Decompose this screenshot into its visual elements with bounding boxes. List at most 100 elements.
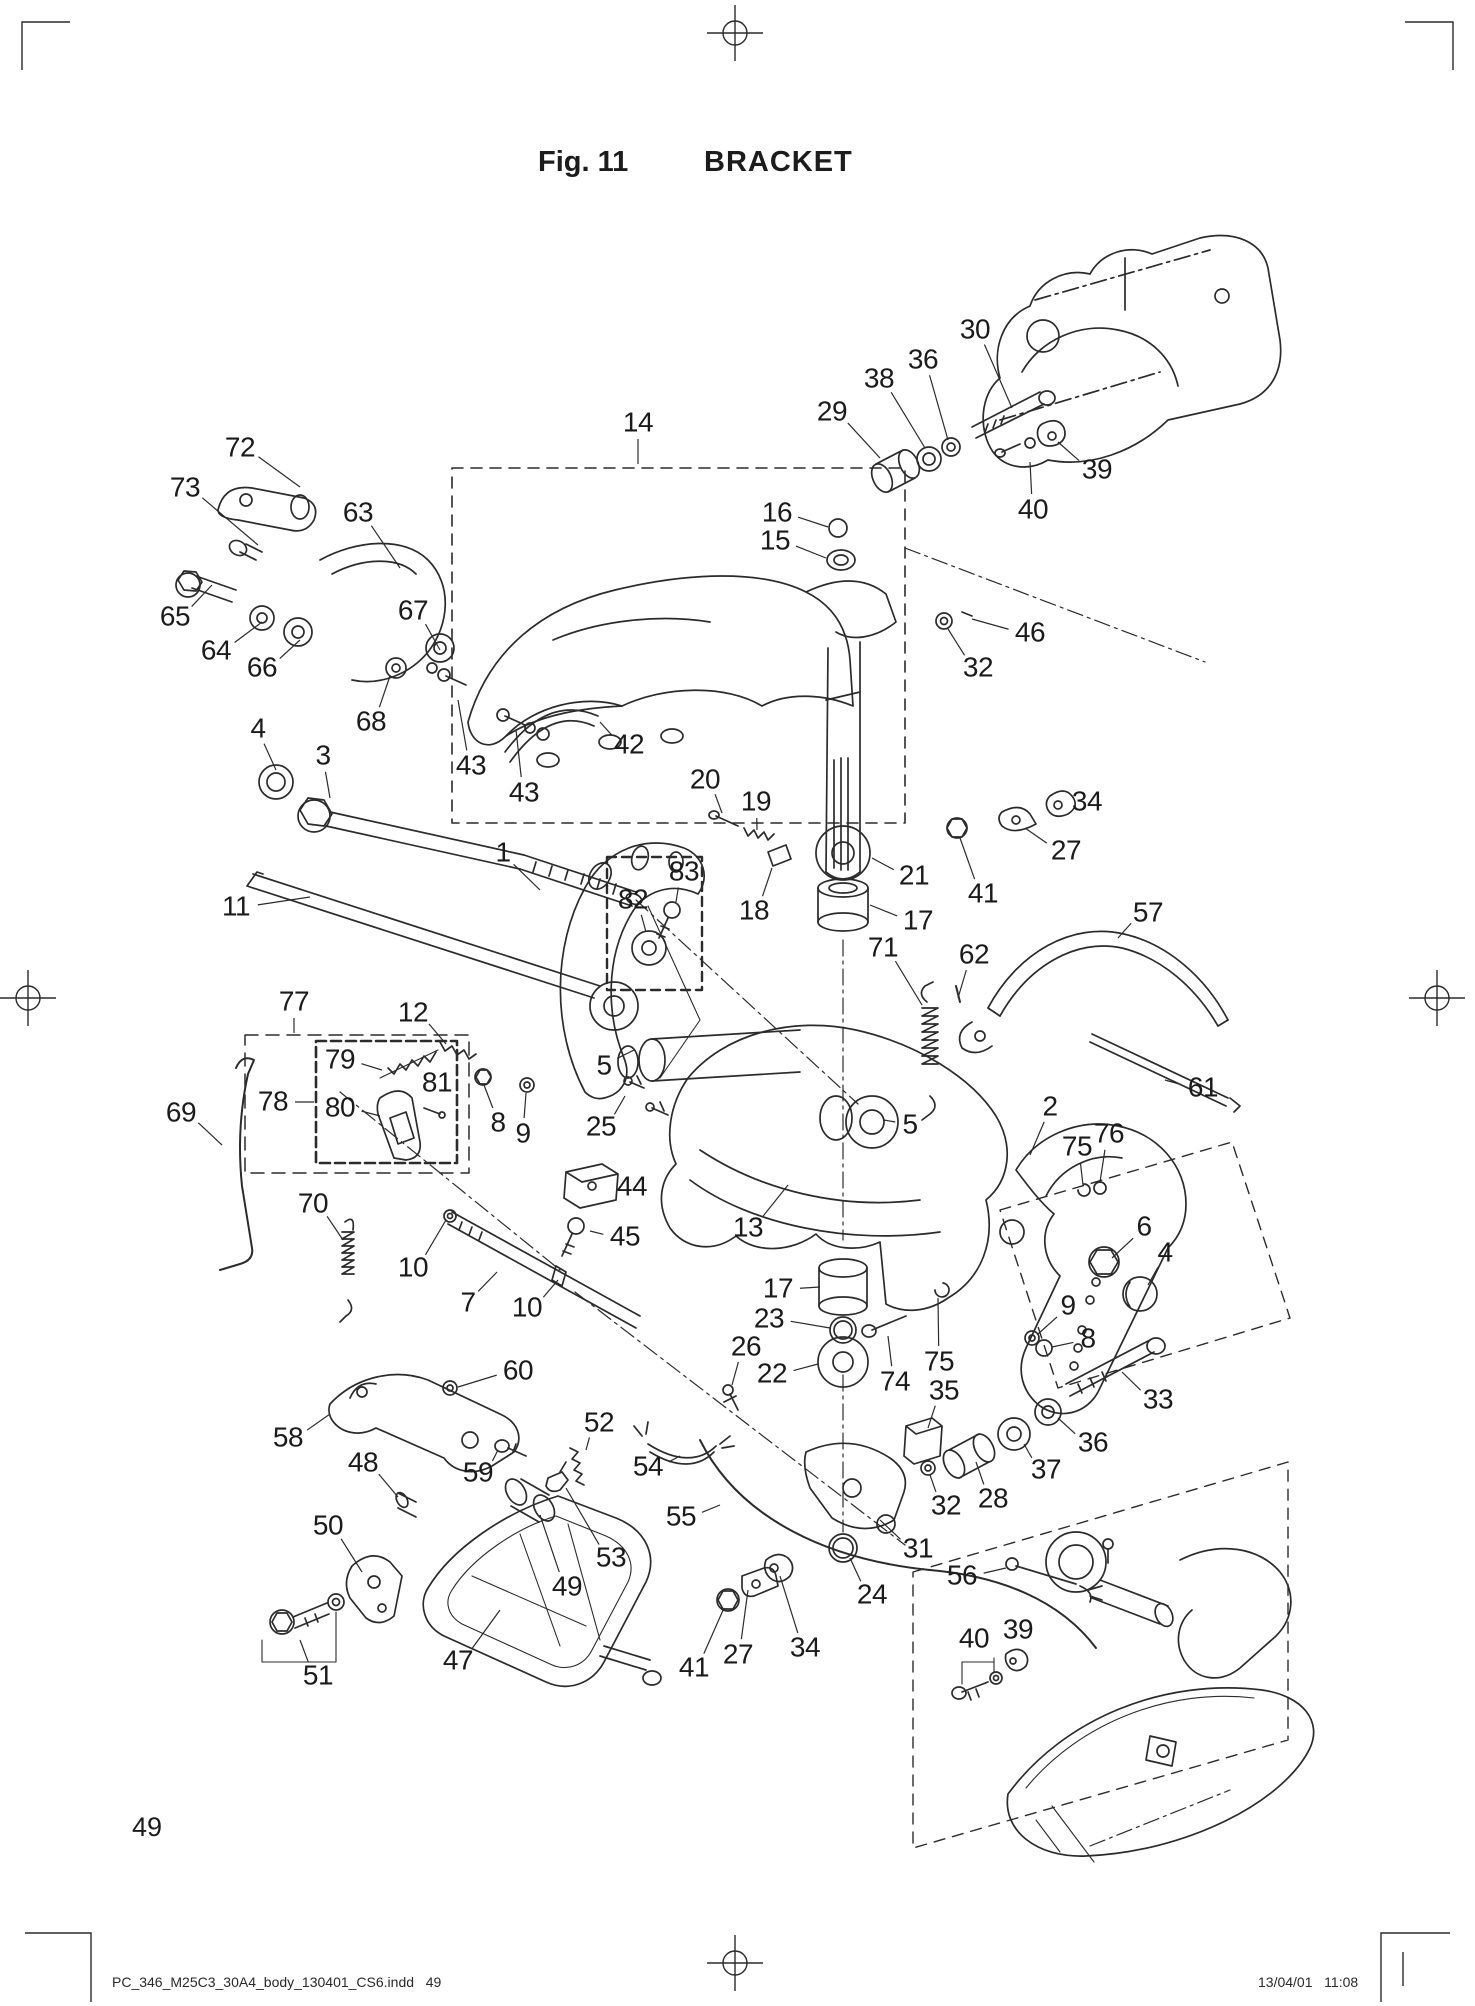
part-callout-66: 66 (246, 651, 278, 683)
part-callout-18: 18 (738, 894, 770, 926)
part-callout-35: 35 (928, 1374, 960, 1406)
part-callout-47: 47 (442, 1644, 474, 1676)
part-callout-79: 79 (324, 1043, 356, 1075)
part-callout-11: 11 (221, 890, 251, 922)
part-callout-56: 56 (946, 1559, 978, 1591)
part-callout-76: 76 (1093, 1117, 1125, 1149)
part-callout-2: 2 (1042, 1090, 1058, 1122)
part-callout-53: 53 (595, 1541, 627, 1573)
upper-mount-bolt-sketch (870, 390, 1066, 493)
part-callout-32: 32 (930, 1489, 962, 1521)
group-box-14 (451, 467, 906, 824)
part-callout-49: 49 (551, 1570, 583, 1602)
part-callout-21: 21 (898, 859, 930, 891)
part-callout-36: 36 (907, 343, 939, 375)
bottom-fasteners-sketch (716, 1553, 794, 1612)
part-callout-64: 64 (200, 634, 232, 666)
part-callout-30: 30 (959, 313, 991, 345)
center-lines (339, 547, 1206, 1546)
part-callout-14: 14 (622, 406, 654, 438)
part-callout-7: 7 (460, 1286, 476, 1318)
part-callout-77: 77 (278, 985, 310, 1017)
shaft-stack-sketch (803, 1258, 907, 1563)
part-callout-33: 33 (1142, 1383, 1174, 1415)
part-callout-17: 17 (902, 904, 934, 936)
part-callout-41: 41 (967, 877, 999, 909)
register-mark-left (0, 970, 56, 1026)
part-callout-68: 68 (355, 705, 387, 737)
part-callout-4: 4 (1157, 1236, 1173, 1268)
part-callout-10: 10 (397, 1251, 429, 1283)
part-callout-70: 70 (297, 1187, 329, 1219)
part-callout-3: 3 (315, 739, 331, 771)
part-callout-1: 1 (495, 836, 511, 868)
engine-mount-sketch (982, 234, 1282, 468)
latch-parts-sketch (376, 1049, 535, 1161)
part-callout-4: 4 (250, 712, 266, 744)
register-mark-bottom (707, 1935, 763, 1991)
part-callout-43: 43 (455, 749, 487, 781)
part-callout-60: 60 (502, 1354, 534, 1386)
figure-number: Fig. 11 (538, 146, 629, 178)
part-callout-6: 6 (1136, 1210, 1152, 1242)
part-callout-54: 54 (632, 1450, 664, 1482)
part-callout-40: 40 (958, 1622, 990, 1654)
part-callout-9: 9 (1060, 1289, 1076, 1321)
part-callout-62: 62 (958, 938, 990, 970)
part-callout-44: 44 (616, 1170, 648, 1202)
part-callout-22: 22 (756, 1357, 788, 1389)
part-callout-45: 45 (609, 1220, 641, 1252)
part-callout-27: 27 (722, 1638, 754, 1670)
register-mark-top (707, 5, 763, 61)
part-callout-72: 72 (224, 431, 256, 463)
part-callout-81: 81 (421, 1066, 453, 1098)
part-callout-19: 19 (740, 785, 772, 817)
part-callout-75: 75 (923, 1345, 955, 1377)
part-callout-58: 58 (272, 1421, 304, 1453)
part-callout-73: 73 (169, 471, 201, 503)
part-callout-78: 78 (257, 1085, 289, 1117)
part-callout-5: 5 (902, 1108, 918, 1140)
part-callout-28: 28 (977, 1482, 1009, 1514)
part-callout-34: 34 (789, 1631, 821, 1663)
clamp-bracket-2-sketch (861, 1123, 1291, 1479)
part-callout-48: 48 (347, 1446, 379, 1478)
part-callout-32: 32 (962, 651, 994, 683)
swivel-housing-sketch (561, 1024, 1025, 1312)
part-callout-82: 82 (617, 883, 649, 915)
part-callout-10: 10 (511, 1291, 543, 1323)
part-callout-20: 20 (689, 763, 721, 795)
registration-marks (0, 5, 1465, 2002)
lower-unit-sketch (912, 1461, 1315, 1863)
part-callout-74: 74 (879, 1365, 911, 1397)
figure-title: BRACKET (704, 146, 853, 178)
part-callout-24: 24 (856, 1578, 888, 1610)
part-callout-8: 8 (490, 1106, 506, 1138)
part-callout-75: 75 (1061, 1130, 1093, 1162)
part-callout-34: 34 (1071, 785, 1103, 817)
part-callout-27: 27 (1050, 834, 1082, 866)
part-callout-36: 36 (1077, 1426, 1109, 1458)
part-callout-57: 57 (1132, 896, 1164, 928)
part-callout-42: 42 (613, 728, 645, 760)
part-callout-5: 5 (596, 1049, 612, 1081)
page-number: 49 (132, 1812, 163, 1842)
part-callout-65: 65 (159, 600, 191, 632)
cable-parts-sketch (545, 1384, 1097, 1649)
part-callout-39: 39 (1002, 1613, 1034, 1645)
part-callout-41: 41 (678, 1651, 710, 1683)
part-callout-12: 12 (397, 996, 429, 1028)
part-callout-31: 31 (902, 1532, 934, 1564)
part-callout-80: 80 (324, 1091, 356, 1123)
part-callout-61: 61 (1187, 1071, 1219, 1103)
part-callout-9: 9 (515, 1117, 531, 1149)
footer-filename: PC_346_M25C3_30A4_body_130401_CS6.indd 4… (112, 1974, 442, 1990)
part-callout-15: 15 (759, 524, 791, 556)
part-callout-40: 40 (1017, 493, 1049, 525)
part-callout-63: 63 (342, 496, 374, 528)
part-callout-69: 69 (165, 1096, 197, 1128)
part-callout-43: 43 (508, 776, 540, 808)
part-callout-29: 29 (816, 395, 848, 427)
steering-bracket-sketch (467, 518, 897, 880)
